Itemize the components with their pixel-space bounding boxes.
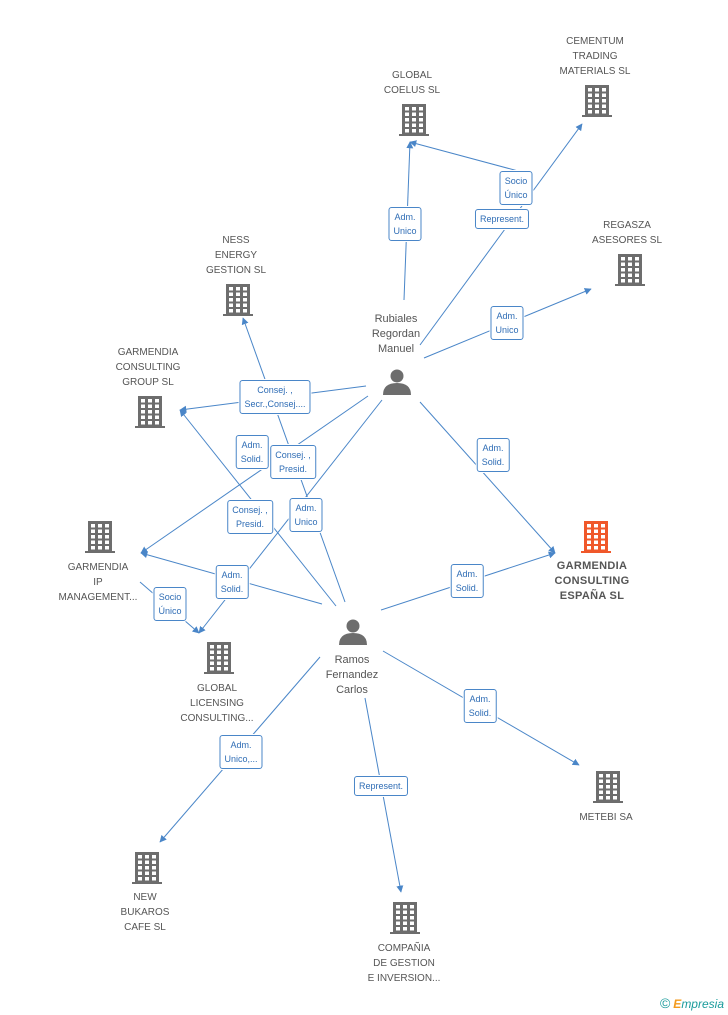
building-icon-cementum[interactable] <box>582 85 612 117</box>
edge-label-regasza[interactable]: Adm. Unico <box>490 306 524 340</box>
company-label-global-licensing[interactable]: GLOBAL LICENSING CONSULTING... <box>180 683 254 724</box>
company-label-garmendia-espana[interactable]: GARMENDIA CONSULTING ESPAÑA SL <box>554 560 630 602</box>
edge-rubiales-garmendia-ip <box>140 395 369 554</box>
company-label-global-coelus[interactable]: GLOBAL COELUS SL <box>383 70 441 96</box>
edge-label-garmendia-ip[interactable]: Adm. Solid. <box>215 565 249 599</box>
building-icon-garmendia-espana[interactable] <box>581 521 611 553</box>
edge-label-garmendia-group[interactable]: Consej. , Presid. <box>227 500 273 534</box>
copyright-icon: © <box>659 995 671 1011</box>
person-icon-rubiales[interactable] <box>383 369 411 396</box>
company-label-regasza[interactable]: REGASZA ASESORES SL <box>591 220 663 246</box>
building-icon-regasza[interactable] <box>615 254 645 286</box>
edge-label-global-coelus[interactable]: Adm. Unico <box>388 207 422 241</box>
person-label-rubiales[interactable]: Rubiales Regordan Manuel <box>371 313 421 355</box>
building-icon-metebi[interactable] <box>593 771 623 803</box>
edge-label-garmendia-ip[interactable]: Adm. Solid. <box>235 435 269 469</box>
edge-rubiales-garmendia-espana <box>419 401 556 554</box>
building-icon-garmendia-ip[interactable] <box>85 521 115 553</box>
edge-socio-hub-global-coelus <box>409 140 534 176</box>
edge-label-cementum[interactable]: Represent. <box>474 209 530 229</box>
building-icon-ness[interactable] <box>223 284 253 316</box>
building-icon-new-bukaros[interactable] <box>132 852 162 884</box>
building-icon-compania[interactable] <box>390 902 420 934</box>
brand-initial: E <box>673 997 682 1011</box>
company-label-new-bukaros[interactable]: NEW BUKAROS CAFE SL <box>120 892 170 933</box>
edge-label-new-bukaros[interactable]: Adm. Unico,... <box>219 735 263 769</box>
brand-name: mpresia <box>681 997 724 1011</box>
icons <box>85 85 645 934</box>
edge-label-garmendia-espana[interactable]: Adm. Solid. <box>476 438 510 472</box>
company-label-garmendia-ip[interactable]: GARMENDIA IP MANAGEMENT... <box>58 562 138 603</box>
company-label-compania[interactable]: COMPAÑIA DE GESTION E INVERSION... <box>367 943 441 984</box>
company-label-metebi[interactable]: METEBI SA <box>579 812 633 823</box>
building-icon-garmendia-group[interactable] <box>135 396 165 428</box>
company-label-ness[interactable]: NESS ENERGY GESTION SL <box>205 235 266 276</box>
edge-label-metebi[interactable]: Adm. Solid. <box>463 689 497 723</box>
person-icon-ramos[interactable] <box>339 619 367 646</box>
edge-label-ness[interactable]: Consej. , Presid. <box>270 445 316 479</box>
person-label-ramos[interactable]: Ramos Fernandez Carlos <box>325 654 379 696</box>
building-icon-global-licensing[interactable] <box>204 642 234 674</box>
edge-label-global-coelus[interactable]: Socio Único <box>499 171 533 205</box>
edge-label-global-licensing[interactable]: Socio Único <box>153 587 187 621</box>
edge-rubiales-cementum <box>419 123 583 346</box>
company-label-cementum[interactable]: CEMENTUM TRADING MATERIALS SL <box>559 36 631 77</box>
edge-label-garmendia-espana[interactable]: Adm. Solid. <box>450 564 484 598</box>
edge-label-global-licensing[interactable]: Adm. Unico <box>289 498 323 532</box>
building-icon-global-coelus[interactable] <box>399 104 429 136</box>
company-label-garmendia-group[interactable]: GARMENDIA CONSULTING GROUP SL <box>115 347 181 388</box>
edge-label-compania[interactable]: Represent. <box>353 776 409 796</box>
watermark: ©Empresia <box>660 995 724 1011</box>
edge-label-garmendia-group[interactable]: Consej. , Secr.,Consej.... <box>239 380 311 414</box>
